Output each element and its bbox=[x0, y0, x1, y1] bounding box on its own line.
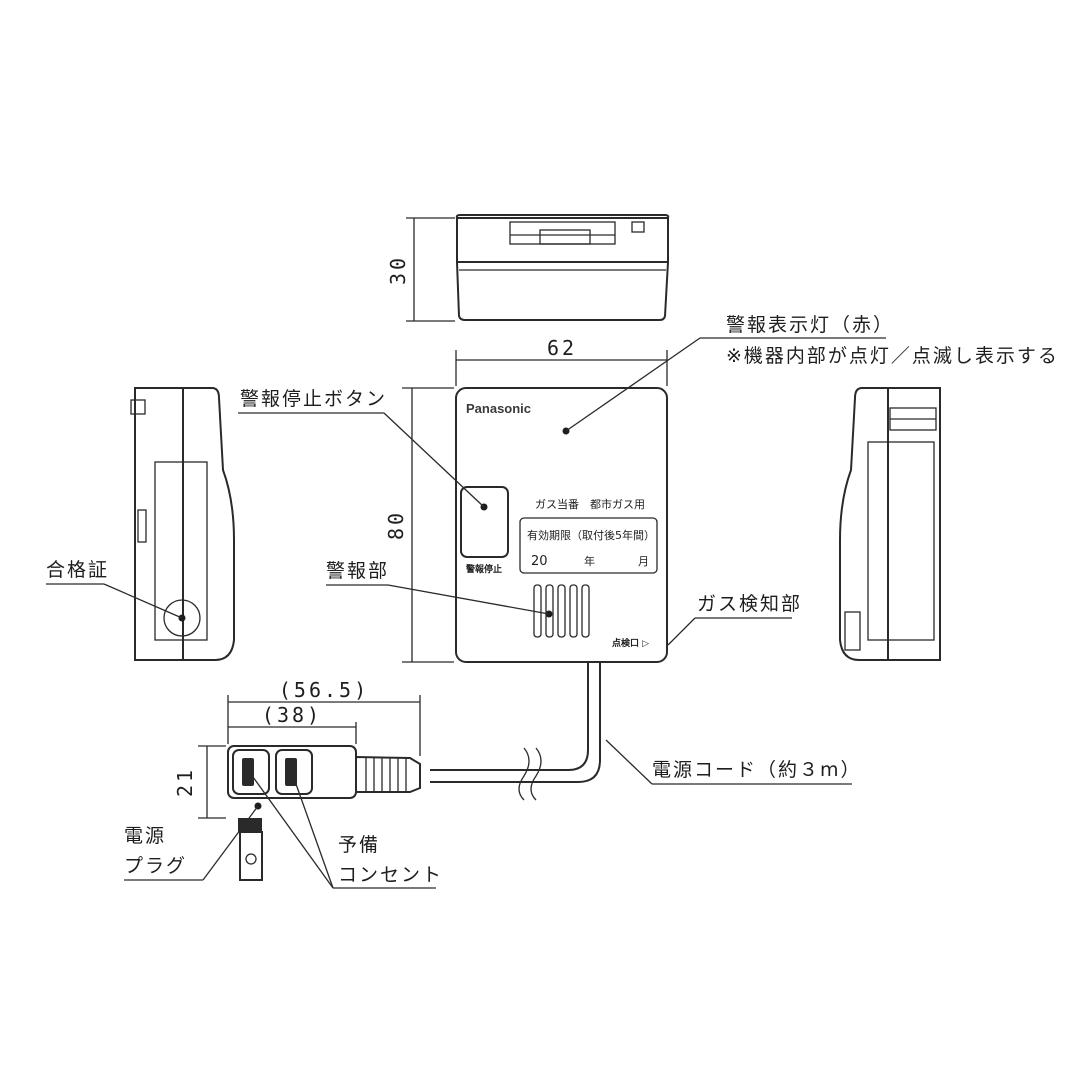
stop-button-caption: 警報停止 bbox=[466, 563, 502, 575]
label-alarm-lamp: 警報表示灯（赤） bbox=[726, 314, 894, 336]
right-side-view bbox=[839, 387, 941, 661]
speaker-grille bbox=[533, 584, 590, 638]
label-spare-outlet-2: コンセント bbox=[338, 864, 443, 886]
alarm-stop-button[interactable] bbox=[460, 486, 509, 558]
label-certification: 合格証 bbox=[46, 559, 109, 581]
dim-plug-width: (38) bbox=[262, 703, 322, 727]
label-spare-outlet-1: 予備 bbox=[338, 834, 380, 856]
label-alarm-lamp-note: ※機器内部が点灯／点滅し表示する bbox=[726, 345, 1059, 367]
label-power-plug-1: 電源 bbox=[124, 825, 166, 847]
dim-top-height: 30 bbox=[386, 255, 410, 285]
power-plug bbox=[198, 695, 542, 881]
leader-lines bbox=[46, 337, 886, 889]
brand-logo: Panasonic bbox=[466, 401, 531, 416]
gas-type-text: ガス当番 都市ガス用 bbox=[535, 497, 645, 511]
left-side-view bbox=[130, 387, 235, 661]
expiry-year-unit: 年 bbox=[584, 554, 595, 568]
expiry-month-unit: 月 bbox=[638, 555, 649, 568]
dim-plug-height: 21 bbox=[173, 767, 197, 797]
label-alarm-unit: 警報部 bbox=[326, 560, 389, 582]
dim-plug-total: (56.5) bbox=[279, 678, 369, 702]
expiry-year-prefix: 20 bbox=[531, 554, 548, 569]
expiry-label-text: 有効期限（取付後5年間） bbox=[527, 528, 655, 542]
label-gas-sensor: ガス検知部 bbox=[697, 593, 802, 615]
dim-front-height: 80 bbox=[384, 510, 408, 540]
expiry-label-box bbox=[519, 517, 658, 574]
label-stop-button: 警報停止ボタン bbox=[240, 388, 387, 410]
check-port-text: 点検口 ▷ bbox=[612, 637, 649, 649]
dim-front-width: 62 bbox=[547, 336, 577, 360]
label-power-plug-2: プラグ bbox=[124, 855, 187, 877]
label-power-cord: 電源コード（約３m） bbox=[652, 759, 862, 781]
top-view bbox=[406, 214, 670, 322]
